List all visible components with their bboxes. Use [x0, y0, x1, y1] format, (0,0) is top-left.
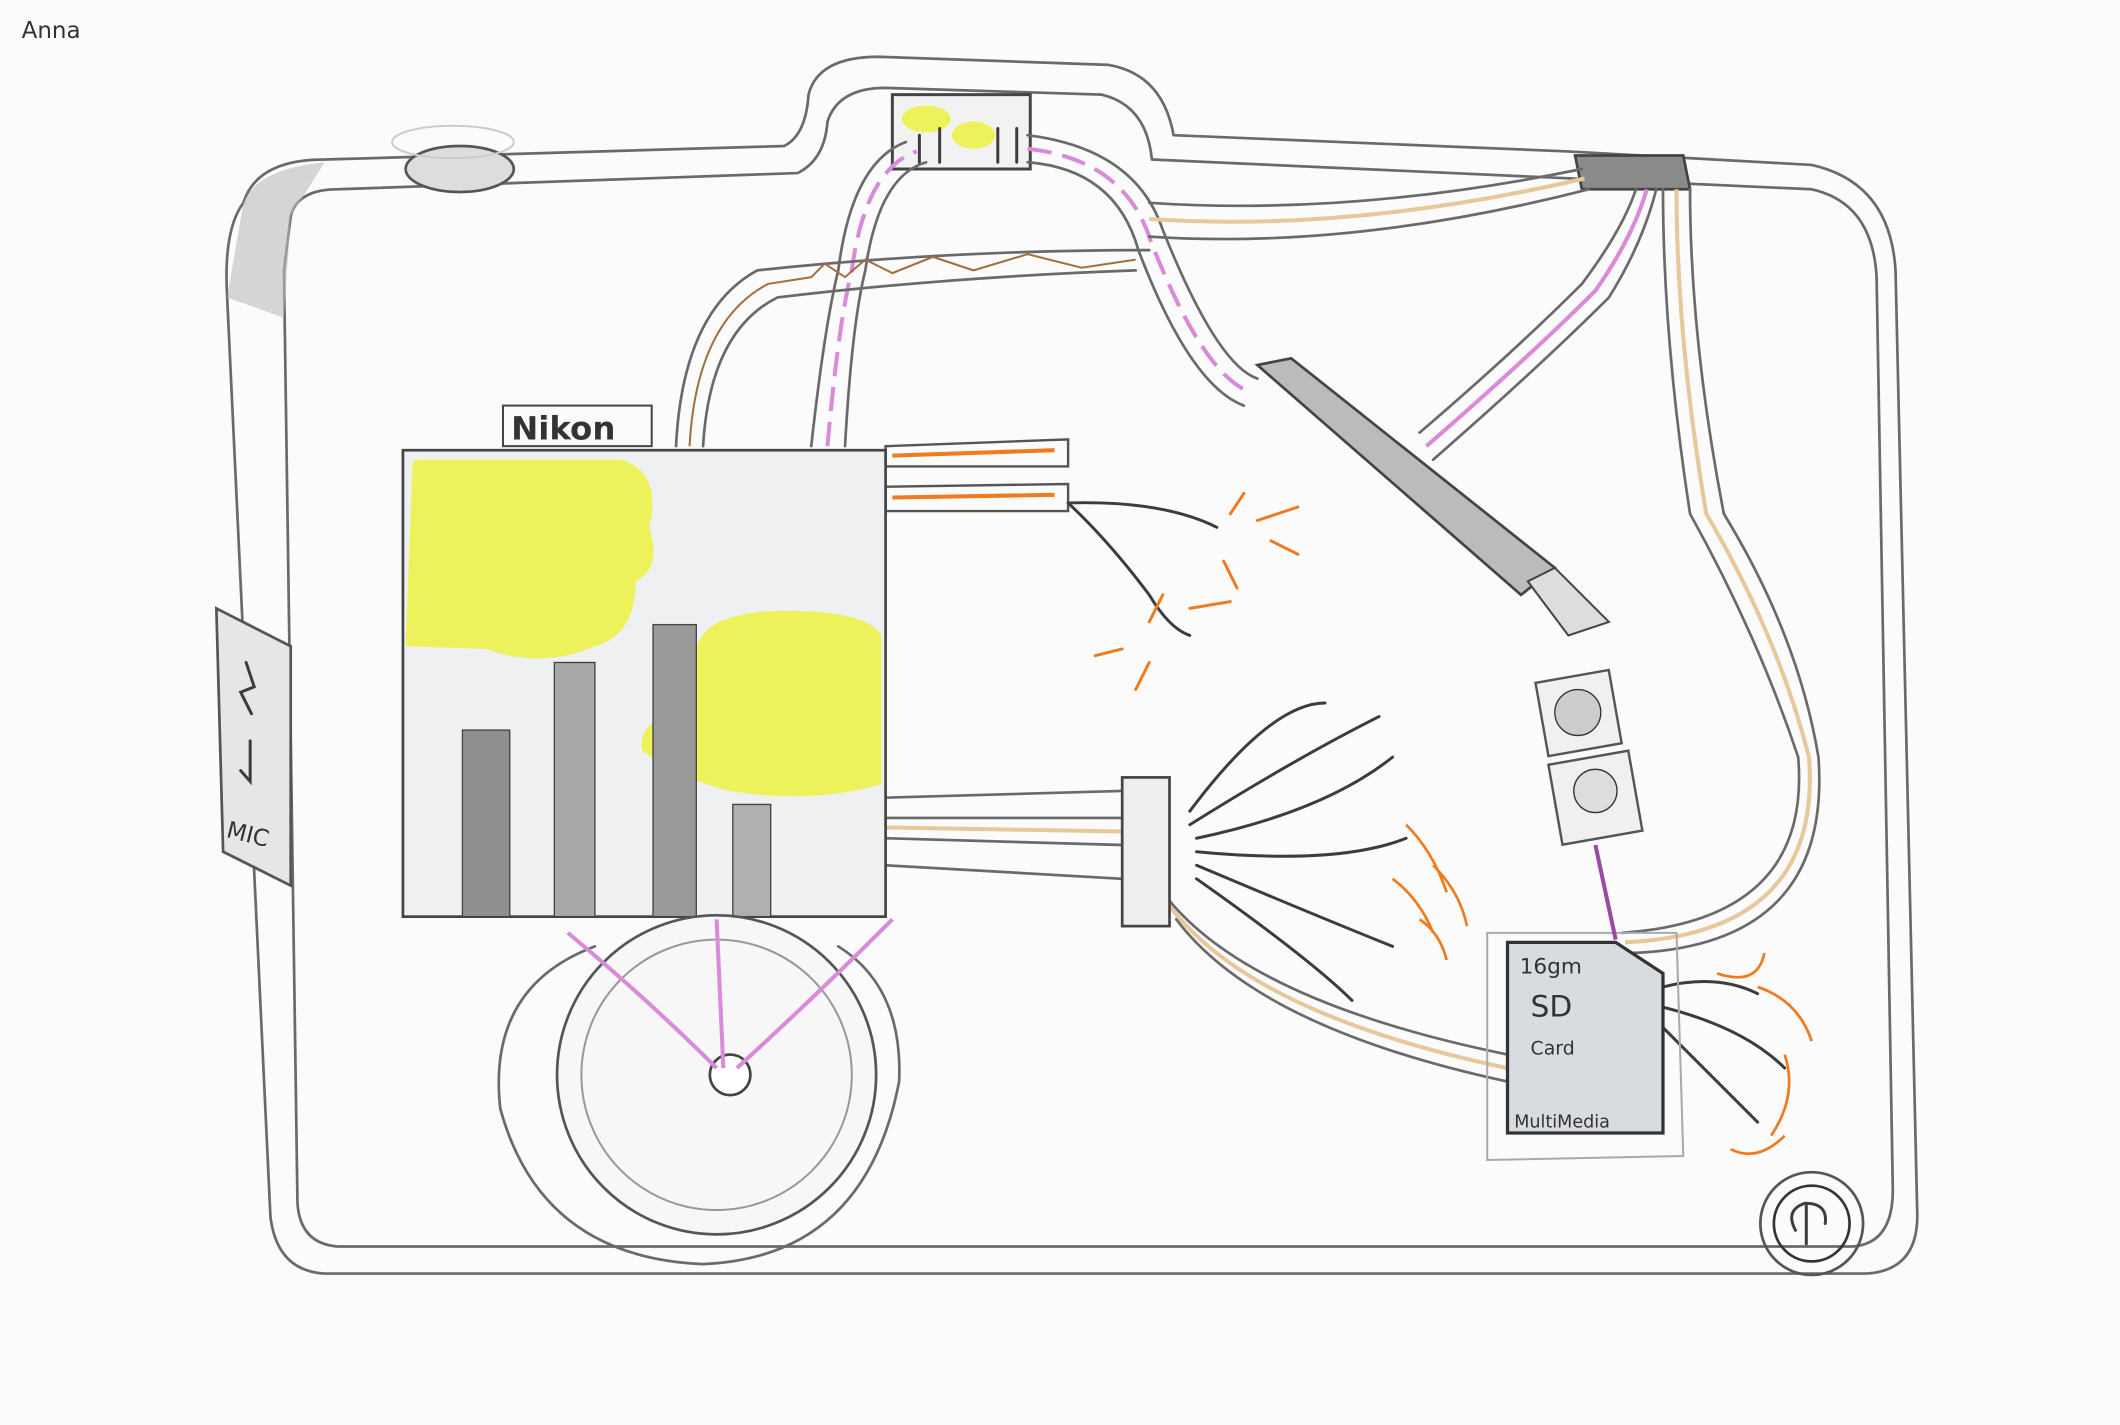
yellow-tree-right: [641, 610, 882, 797]
mic-panel: [214, 606, 293, 888]
wire-connector-block: [1120, 776, 1171, 928]
power-icon: [1790, 1201, 1827, 1246]
card-type: Card: [1530, 1038, 1574, 1060]
viewfinder-highlight: [901, 105, 951, 133]
brand-label-box: [501, 404, 653, 448]
body-shading: [227, 162, 325, 318]
memory-card: 16gm SD Card MultiMedia: [1486, 931, 1685, 1162]
top-connector: [1573, 154, 1692, 191]
mic-arrow-icons: [238, 660, 257, 786]
camera-body-outline: [225, 55, 1919, 1275]
power-button: [1758, 1170, 1865, 1277]
wire-ends: [884, 438, 1813, 1156]
card-capacity: 16gm: [1520, 954, 1582, 979]
mode-dial: [497, 913, 901, 1266]
sd-logo-icon: SD: [1530, 990, 1572, 1025]
cables: [674, 133, 1821, 1083]
brand-label: Nikon: [511, 409, 615, 447]
camera-body-inner: [282, 86, 1895, 1248]
camera-screen: [401, 448, 887, 919]
yellow-tree-left: [405, 459, 654, 659]
author-signature: Anna: [22, 18, 81, 44]
battery-cylinder: [1254, 356, 1611, 637]
card-footer: MultiMedia: [1514, 1113, 1610, 1133]
photo-thumbnails: [1534, 668, 1644, 847]
